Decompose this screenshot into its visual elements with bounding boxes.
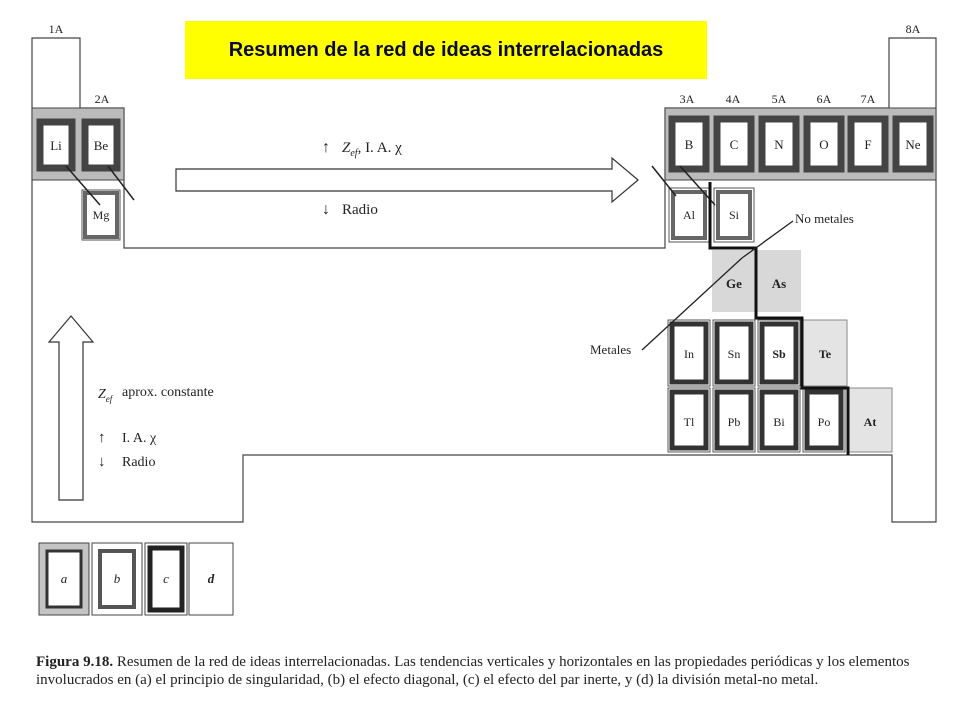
- legend-b: b: [91, 542, 143, 616]
- element-symbol: F: [864, 137, 871, 152]
- element-symbol: Pb: [728, 415, 741, 429]
- element-symbol: Ge: [726, 276, 742, 291]
- element-B: B: [668, 115, 710, 173]
- slide-title-box: Resumen de la red de ideas interrelacion…: [185, 21, 707, 79]
- element-As: As: [757, 250, 801, 312]
- element-symbol: Tl: [684, 415, 695, 429]
- element-Be: Be: [81, 118, 121, 172]
- legend-d: d: [188, 542, 234, 616]
- element-symbol: Bi: [773, 415, 785, 429]
- element-symbol: Si: [729, 208, 740, 222]
- element-Po: Po: [802, 387, 846, 453]
- legend: a b c d: [38, 542, 234, 616]
- period2-band-right: [664, 107, 937, 181]
- element-symbol: Al: [683, 208, 696, 222]
- vertical-up-arrow: ↑: [98, 430, 106, 446]
- element-Pb: Pb: [712, 387, 756, 453]
- group-label-2A: 2A: [95, 92, 110, 106]
- element-symbol: B: [685, 137, 694, 152]
- element-Sb: Sb: [757, 319, 801, 387]
- element-symbol: Po: [818, 415, 831, 429]
- metal-nonmetal-staircase: [708, 182, 850, 455]
- diagonal-be-al-right: [651, 165, 677, 197]
- figure-caption-text: Resumen de la red de ideas interrelacion…: [36, 654, 910, 688]
- element-Mg: Mg: [81, 189, 121, 241]
- vertical-trend-arrow: [47, 315, 95, 501]
- horizontal-trend-arrow: [175, 156, 639, 204]
- slide-title: Resumen de la red de ideas interrelacion…: [228, 38, 664, 61]
- element-symbol: Be: [94, 138, 109, 153]
- metales-label: Metales: [590, 342, 631, 357]
- element-symbol: Ne: [905, 137, 920, 152]
- element-Ge: Ge: [712, 250, 756, 312]
- diagonal-be-al: [107, 165, 135, 201]
- element-C: C: [713, 115, 755, 173]
- element-At: At: [847, 387, 893, 453]
- element-symbol: Mg: [93, 208, 110, 222]
- group-label-3A: 3A: [680, 92, 695, 106]
- element-symbol: O: [819, 137, 828, 152]
- element-symbol: Li: [50, 138, 62, 153]
- element-Bi: Bi: [757, 387, 801, 453]
- vertical-down-arrow: ↓: [98, 454, 106, 470]
- element-symbol: C: [730, 137, 739, 152]
- legend-label: c: [163, 571, 169, 586]
- vertical-up-text: I. A. χ: [122, 431, 157, 446]
- legend-a: a: [38, 542, 90, 616]
- element-symbol: N: [774, 137, 784, 152]
- element-N: N: [758, 115, 800, 173]
- legend-label: a: [61, 571, 68, 586]
- figure-label: Figura 9.18.: [36, 654, 114, 670]
- element-symbol: Te: [819, 347, 832, 361]
- element-F: F: [847, 115, 889, 173]
- horizontal-radio-label: Radio: [342, 202, 378, 218]
- vertical-zef-text: aprox. constante: [122, 385, 214, 400]
- horizontal-down-arrow: ↓: [322, 201, 330, 218]
- group-label-6A: 6A: [817, 92, 832, 106]
- metales-pointer: [641, 257, 743, 351]
- group-label-7A: 7A: [861, 92, 876, 106]
- element-Sn: Sn: [712, 319, 756, 387]
- element-Al: Al: [668, 187, 710, 243]
- group-label-5A: 5A: [772, 92, 787, 106]
- element-In: In: [667, 319, 711, 387]
- group-label-1A: 1A: [49, 22, 64, 36]
- element-symbol: As: [772, 276, 786, 291]
- group-label-4A: 4A: [726, 92, 741, 106]
- element-Si: Si: [713, 187, 755, 243]
- no-metales-pointer: [741, 220, 794, 259]
- horizontal-zef-label: Zef, I. A. χ: [342, 140, 402, 159]
- element-Ne: Ne: [892, 115, 934, 173]
- legend-label: b: [114, 571, 121, 586]
- horizontal-up-arrow: ↑: [322, 139, 330, 156]
- element-Li: Li: [36, 118, 76, 172]
- element-Tl: Tl: [667, 387, 711, 453]
- element-Te: Te: [802, 319, 848, 387]
- vertical-zef-label: Zef: [98, 387, 114, 404]
- legend-label: d: [208, 571, 215, 586]
- element-symbol: In: [684, 347, 694, 361]
- element-symbol: At: [864, 415, 877, 429]
- vertical-down-text: Radio: [122, 455, 155, 470]
- figure-caption: Figura 9.18. Resumen de la red de ideas …: [36, 653, 916, 689]
- group-label-8A: 8A: [906, 22, 921, 36]
- legend-c: c: [144, 542, 188, 616]
- diagonal-li-mg: [65, 165, 101, 206]
- no-metales-label: No metales: [795, 211, 854, 226]
- element-symbol: Sn: [728, 347, 741, 361]
- element-symbol: Sb: [772, 347, 786, 361]
- element-O: O: [803, 115, 845, 173]
